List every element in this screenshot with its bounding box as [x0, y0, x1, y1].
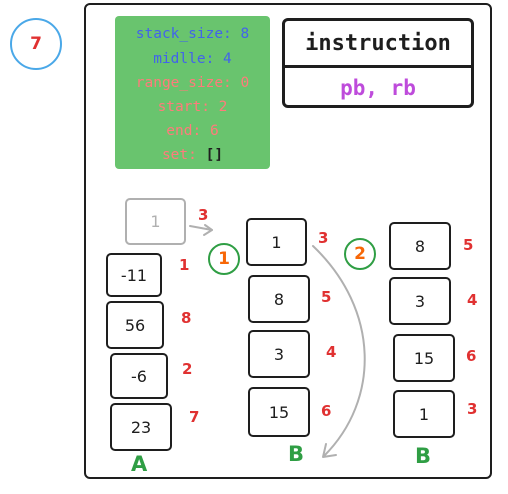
stack-a-card-3-index: 2: [182, 360, 193, 378]
set-line: set: []: [115, 147, 270, 163]
stack-a-label: A: [131, 452, 148, 476]
stack-a-card-2-index: 8: [181, 309, 192, 327]
stack-b2-card-3: 15: [393, 334, 455, 382]
card-value: 3: [273, 344, 285, 364]
diagram-frame: [84, 3, 492, 479]
card-value: 15: [413, 348, 435, 368]
stack-a-card-4: 23: [110, 403, 172, 451]
moving-card-index: 3: [198, 206, 209, 224]
stack-a-card-3: -6: [110, 353, 168, 399]
stack-b1-card-4-index: 6: [321, 402, 332, 420]
stack-size-text: stack_size: 8: [135, 26, 250, 42]
stack-b2-card-1-index: 5: [463, 236, 474, 254]
card-value: 1: [418, 404, 430, 424]
midlle-text: midlle: 4: [153, 51, 232, 67]
instruction-box: instruction pb, rb: [282, 18, 474, 108]
instruction-title: instruction: [285, 21, 471, 68]
step-marker-1-number: 1: [218, 249, 230, 269]
stack-a-card-4-index: 7: [189, 408, 200, 426]
stack-b1-card-3-index: 4: [326, 343, 337, 361]
stack-a-card-1-index: 1: [179, 256, 190, 274]
instruction-value: pb, rb: [340, 76, 416, 100]
stack-a-card-2: 56: [106, 301, 164, 349]
card-value: 23: [130, 417, 152, 437]
card-value: 8: [273, 289, 285, 309]
card-value: 56: [124, 315, 146, 335]
state-panel: stack_size: 8 midlle: 4 range_size: 0 st…: [115, 16, 270, 169]
stack-a-card-1: -11: [106, 253, 162, 297]
stack-b1-card-2: 8: [248, 275, 310, 323]
stack-b2-card-2-index: 4: [467, 291, 478, 309]
card-value: 3: [414, 291, 426, 311]
stack-b1-card-1-index: 3: [318, 229, 329, 247]
moving-card-value: 1: [150, 212, 161, 231]
start-text: start: 2: [157, 99, 228, 115]
stack-b1-card-4: 15: [248, 387, 310, 437]
card-value: 8: [414, 236, 426, 256]
push-arrow: [189, 225, 213, 231]
card-value: 1: [271, 232, 282, 252]
stack-b2-card-4: 1: [393, 390, 455, 438]
stack-b1-label: B: [288, 442, 305, 466]
set-label: set:: [161, 147, 197, 163]
moving-card: 1: [125, 198, 186, 245]
stack-b2-card-1: 8: [389, 222, 451, 270]
stack-b2-label: B: [415, 444, 432, 468]
set-value: []: [205, 147, 224, 163]
rotate-arrow-head: [322, 443, 337, 458]
range-size-text: range_size: 0: [135, 75, 250, 91]
stack-b1-card-3: 3: [248, 330, 310, 378]
stack-b2-card-4-index: 3: [467, 400, 478, 418]
step-marker-2: 2: [344, 238, 376, 270]
rotate-arrow: [312, 245, 366, 457]
stack-b1-card-2-index: 5: [321, 288, 332, 306]
step-marker-1: 1: [208, 243, 240, 275]
step-number-badge: 7: [10, 18, 62, 70]
push-arrow-head: [203, 224, 213, 236]
card-value: -11: [120, 265, 148, 285]
stack-b2-card-3-index: 6: [466, 347, 477, 365]
stack-b1-card-1: 1: [246, 218, 307, 266]
step-marker-2-number: 2: [354, 244, 366, 264]
card-value: 15: [268, 402, 290, 422]
end-text: end: 6: [166, 123, 219, 139]
card-value: -6: [131, 366, 147, 386]
stack-b2-card-2: 3: [389, 277, 451, 325]
